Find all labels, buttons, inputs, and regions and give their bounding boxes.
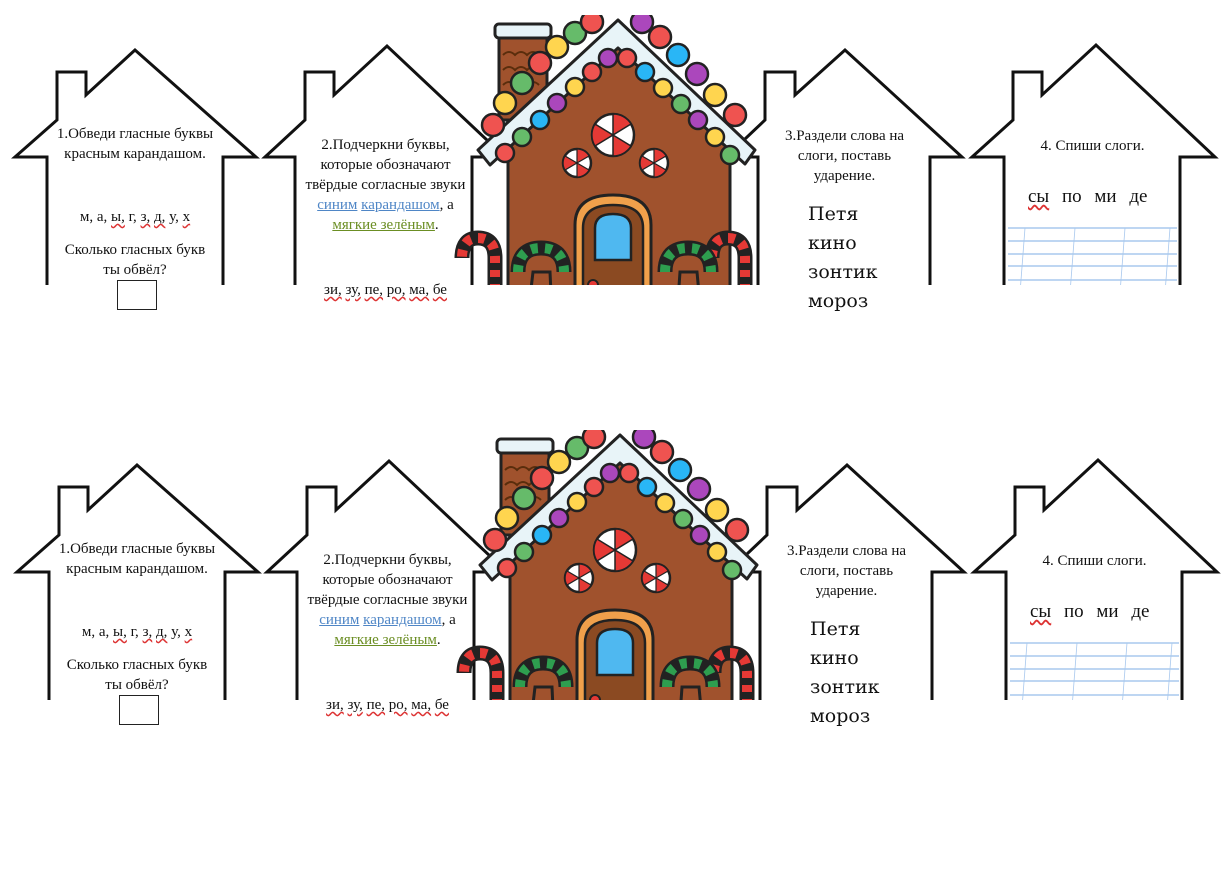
word: кино	[808, 232, 857, 254]
gingerbread-house-icon	[456, 430, 759, 700]
task2-text: .	[436, 632, 441, 648]
house-outline-4	[968, 42, 1219, 285]
syllable: бе	[434, 697, 449, 713]
word: Петя	[808, 203, 859, 225]
syllable: де	[1129, 186, 1148, 207]
syllable: по	[1063, 601, 1084, 622]
writing-lines	[1008, 227, 1177, 285]
house-outline-1	[13, 462, 262, 700]
candy-cane-icon	[454, 230, 753, 285]
blue-text: карандашом	[361, 197, 440, 213]
syllable: ма,	[411, 697, 432, 713]
task2-text: .	[434, 217, 439, 233]
letter: ы,	[111, 209, 125, 225]
task1-letters: м, а, ы, г, з, д, у, х	[57, 622, 217, 642]
peppermint-icon	[563, 527, 672, 594]
letter: з,	[140, 209, 151, 225]
letter: у,	[169, 209, 179, 225]
green-text: мягкие зелёным	[334, 632, 437, 648]
blue-text: синим	[319, 612, 360, 628]
house-outline-2	[263, 458, 511, 700]
syllable: сы	[1028, 186, 1050, 207]
worksheet-card-1: 1.Обведи гласные буквы красным карандашо…	[0, 15, 1229, 312]
task2-instruction: 2.Подчеркни буквы, которые обозначают тв…	[305, 550, 470, 650]
word: кино	[810, 647, 859, 669]
task4-instruction: 4. Спиши слоги.	[1040, 138, 1145, 154]
syllable: зу,	[347, 697, 363, 713]
task2-text: 2.Подчеркни буквы, которые обозначают тв…	[307, 552, 468, 608]
task4-instruction: 4. Спиши слоги.	[1042, 553, 1147, 569]
letter: г,	[128, 209, 137, 225]
word: Петя	[810, 618, 861, 640]
task1-question: Сколько гласных букв ты обвёл?	[64, 242, 206, 278]
syllable: сы	[1030, 601, 1052, 622]
syllable: по	[1061, 186, 1082, 207]
candy-cane-icon	[456, 645, 755, 700]
house-outline-2	[261, 43, 509, 285]
peppermint-icon	[561, 112, 670, 179]
syllable: ми	[1094, 186, 1117, 207]
word: мороз	[810, 705, 871, 727]
letter: м,	[81, 624, 96, 640]
task4-syllables: сы по ми де	[1028, 186, 1147, 208]
letter: у,	[171, 624, 181, 640]
syllable: пе,	[366, 697, 386, 713]
task4-syllables: сы по ми де	[1030, 601, 1149, 623]
task1-instruction: 1.Обведи гласные буквы красным карандашо…	[58, 541, 216, 577]
task3-words: Петя кино зонтик мороз	[810, 615, 880, 731]
word: зонтик	[808, 261, 878, 283]
letter: х	[182, 209, 191, 225]
blue-text: карандашом	[363, 612, 442, 628]
card-shapes	[11, 15, 1219, 285]
task3-instruction: 3.Раздели слова на слоги, поставь ударен…	[786, 543, 907, 599]
syllable: ро,	[386, 282, 406, 298]
word: мороз	[808, 290, 869, 312]
task1-instruction: 1.Обведи гласные буквы красным карандашо…	[56, 126, 214, 162]
letter: г,	[130, 624, 139, 640]
task2-text: 2.Подчеркни буквы, которые обозначают тв…	[305, 137, 466, 193]
task3-instruction: 3.Раздели слова на слоги, поставь ударен…	[784, 128, 905, 184]
letter: а,	[96, 209, 108, 225]
answer-box[interactable]	[117, 280, 157, 310]
task2-syllables: зи, зу, пе, ро, ма, бе	[303, 280, 468, 300]
syllable: пе,	[364, 282, 384, 298]
task1-letters: м, а, ы, г, з, д, у, х	[55, 207, 215, 227]
task2-instruction: 2.Подчеркни буквы, которые обозначают тв…	[303, 135, 468, 235]
syllable: бе	[432, 282, 447, 298]
syllable: ма,	[409, 282, 430, 298]
task1-question: Сколько гласных букв ты обвёл?	[66, 657, 208, 693]
letter: ы,	[113, 624, 127, 640]
writing-lines	[1010, 642, 1179, 700]
house-outline-4	[970, 457, 1221, 700]
blue-text: синим	[317, 197, 358, 213]
syllable: зи,	[326, 697, 344, 713]
syllable: зи,	[324, 282, 342, 298]
letter: з,	[142, 624, 153, 640]
letter: а,	[98, 624, 110, 640]
answer-box[interactable]	[119, 695, 159, 725]
syllable: ми	[1096, 601, 1119, 622]
syllable: де	[1131, 601, 1150, 622]
task3-words: Петя кино зонтик мороз	[808, 200, 878, 316]
worksheet-card-2: 1.Обведи гласные буквы красным карандашо…	[0, 430, 1229, 727]
house-outline-1	[11, 47, 260, 285]
syllable: ро,	[388, 697, 408, 713]
letter: д,	[156, 624, 168, 640]
word: зонтик	[810, 676, 880, 698]
syllable: зу,	[345, 282, 361, 298]
card-shapes	[13, 430, 1221, 700]
green-text: мягкие зелёным	[332, 217, 435, 233]
task2-text: , а	[441, 612, 456, 628]
task2-syllables: зи, зу, пе, ро, ма, бе	[305, 695, 470, 715]
letter: д,	[154, 209, 166, 225]
task2-text: , а	[439, 197, 454, 213]
letter: х	[184, 624, 193, 640]
letter: м,	[79, 209, 94, 225]
gingerbread-house-icon	[454, 15, 757, 285]
